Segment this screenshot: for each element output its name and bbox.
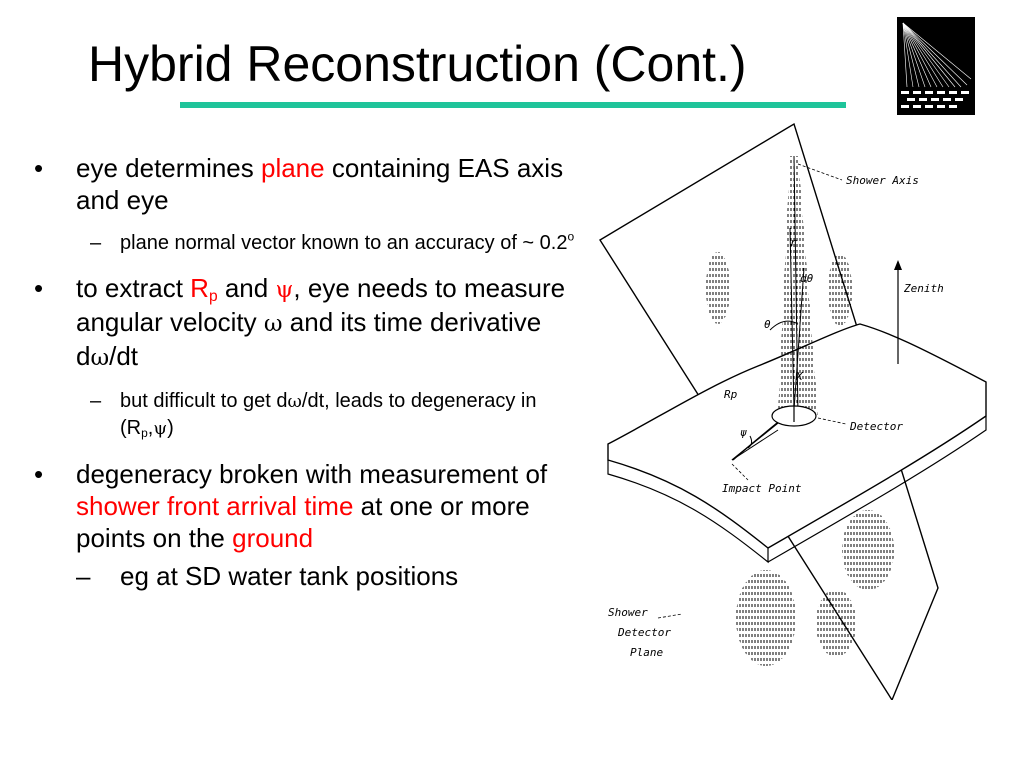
highlight-psi: ψ bbox=[275, 277, 294, 303]
air-shower-logo-icon bbox=[897, 17, 975, 115]
subbullet-text: plane normal vector known to an accuracy… bbox=[120, 232, 568, 254]
rp-subscript: p bbox=[208, 287, 218, 305]
dash-glyph: – bbox=[90, 232, 102, 254]
bullet-plane: • eye determines plane containing EAS ax… bbox=[30, 152, 590, 216]
bullet-text: and bbox=[217, 273, 276, 303]
hatch-blob bbox=[842, 510, 894, 590]
hatch-blob bbox=[706, 252, 730, 324]
bullet-text: /dt bbox=[109, 341, 139, 371]
slide-title: Hybrid Reconstruction (Cont.) bbox=[88, 36, 747, 92]
label-plane-line1: Shower bbox=[608, 606, 648, 619]
dash-glyph: – bbox=[76, 561, 91, 591]
subbullet-text: eg at SD water tank positions bbox=[120, 561, 459, 591]
bullet-text: degeneracy broken with measurement of bbox=[76, 459, 548, 489]
label-theta: θ bbox=[764, 318, 771, 331]
shower-detector-plane-diagram: Shower Axis Zenith Detector Impact Point… bbox=[599, 122, 987, 700]
hatch-blob bbox=[736, 570, 796, 666]
degree-superscript: o bbox=[567, 229, 575, 244]
subbullet-degeneracy: – but difficult to get dω/dt, leads to d… bbox=[30, 388, 590, 442]
subbullet-text: , bbox=[147, 417, 154, 439]
bullet-text: containing EAS axis and eye bbox=[76, 153, 564, 215]
omega-symbol: ω bbox=[287, 392, 302, 412]
bullet-extract: • to extract Rp and ψ, eye needs to meas… bbox=[30, 272, 590, 374]
shower-axis bbox=[778, 156, 818, 416]
bullet-glyph: • bbox=[34, 153, 44, 183]
psi-symbol: ψ bbox=[153, 419, 168, 439]
bullet-broken: • degeneracy broken with measurement of … bbox=[30, 458, 590, 554]
rp-subscript: p bbox=[141, 426, 148, 440]
label-d-theta: dθ bbox=[800, 272, 814, 285]
bullet-text: to extract bbox=[76, 273, 191, 303]
label-psi: ψ bbox=[740, 426, 747, 439]
highlight-plane: plane bbox=[260, 153, 325, 183]
subbullet-text: but difficult to get d bbox=[120, 390, 288, 412]
label-chi: X bbox=[795, 370, 804, 383]
omega-symbol: ω bbox=[263, 311, 283, 337]
bullet-text: , eye needs to measure angular velocity bbox=[76, 273, 566, 337]
ground-edge bbox=[607, 460, 769, 564]
subbullet-text: ) bbox=[167, 417, 174, 439]
psi-line bbox=[731, 429, 779, 461]
ground-edge bbox=[767, 416, 987, 563]
hatch-blob bbox=[816, 589, 856, 657]
label-rp: Rp bbox=[724, 388, 738, 401]
label-shower-axis: Shower Axis bbox=[846, 174, 919, 187]
rp-symbol: R bbox=[190, 273, 209, 303]
highlight-arrival-time: shower front arrival time bbox=[76, 491, 354, 521]
highlight-rp: Rp bbox=[190, 273, 218, 305]
omega-symbol: ω bbox=[90, 345, 110, 371]
bullet-glyph: • bbox=[34, 273, 44, 303]
title-underline bbox=[180, 102, 846, 108]
view-ray bbox=[789, 227, 795, 411]
bullet-text: and its time derivative d bbox=[76, 307, 542, 371]
ground-surface bbox=[607, 323, 987, 549]
bullet-text: eye determines bbox=[76, 153, 261, 183]
subbullet-accuracy: – plane normal vector known to an accura… bbox=[30, 230, 590, 256]
dash-glyph: – bbox=[90, 390, 102, 412]
subbullet-text: /dt, leads to degeneracy in (R bbox=[120, 390, 537, 439]
highlight-ground: ground bbox=[232, 523, 314, 553]
bullet-text: at one or more points on the bbox=[76, 491, 530, 553]
bullet-list: • eye determines plane containing EAS ax… bbox=[30, 152, 590, 592]
label-zenith: Zenith bbox=[903, 282, 944, 295]
label-detector: Detector bbox=[849, 420, 903, 433]
label-plane-line2: Detector bbox=[617, 626, 671, 639]
label-impact-point: Impact Point bbox=[722, 482, 802, 495]
hatch-blob bbox=[828, 254, 852, 326]
label-plane-line3: Plane bbox=[630, 646, 663, 659]
label-r-vector: r bbox=[790, 236, 797, 249]
bullet-glyph: • bbox=[34, 459, 44, 489]
subbullet-sd-tanks: – eg at SD water tank positions bbox=[30, 560, 590, 592]
